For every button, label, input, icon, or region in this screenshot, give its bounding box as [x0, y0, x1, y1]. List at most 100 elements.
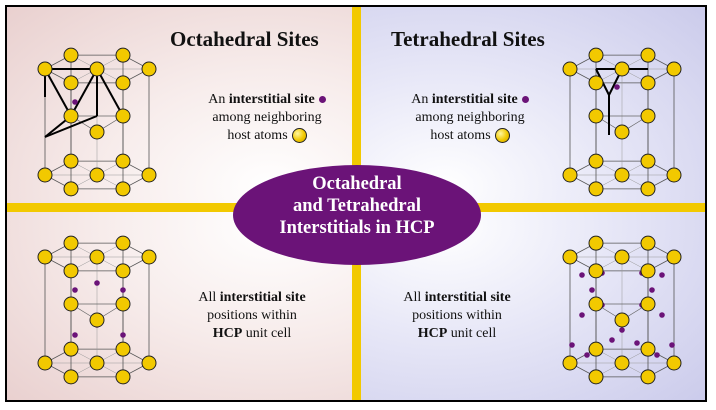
interstitial-site-dot [579, 272, 585, 278]
tetrahedral-positions-text: All interstitial site positions within H… [403, 290, 511, 341]
host-atom [614, 312, 630, 328]
host-atom [63, 235, 79, 251]
host-atom [588, 47, 604, 63]
host-atom-icon [494, 128, 510, 144]
interstitial-dot-icon [318, 96, 326, 104]
host-atom [588, 369, 604, 385]
host-atom [614, 61, 630, 77]
host-atom [89, 61, 105, 77]
host-atom [640, 75, 656, 91]
host-atom [640, 108, 656, 124]
host-atom [588, 108, 604, 124]
interstitial-site-dot [659, 272, 665, 278]
host-atom [37, 249, 53, 265]
host-atom [115, 341, 131, 357]
host-atom [63, 153, 79, 169]
interstitial-site-dot [120, 287, 126, 293]
host-atom [37, 61, 53, 77]
host-atom [640, 369, 656, 385]
interstitial-site-dot [619, 327, 625, 333]
host-atom [115, 235, 131, 251]
interstitial-site-dot [614, 84, 620, 90]
site-polyhedron-edge [96, 68, 124, 117]
tetrahedral-legend: An interstitial site among neighboring h… [390, 91, 550, 145]
tetrahedral-title: Tetrahedral Sites [391, 27, 545, 51]
host-atom [63, 263, 79, 279]
host-atom [614, 355, 630, 371]
host-atom [640, 181, 656, 197]
host-atom [666, 61, 682, 77]
host-atom [141, 61, 157, 77]
host-atom [115, 263, 131, 279]
cell-midlayer-triangle [594, 303, 650, 321]
host-atom [89, 249, 105, 265]
host-atom [141, 355, 157, 371]
host-atom-icon [291, 128, 307, 144]
host-atom [562, 167, 578, 183]
host-atom [63, 296, 79, 312]
host-atom [640, 263, 656, 279]
interstitial-site-dot [120, 332, 126, 338]
host-atom [115, 296, 131, 312]
host-atom [89, 355, 105, 371]
host-atom [63, 75, 79, 91]
octahedral-positions-cell-diagram [37, 235, 157, 385]
cell-midlayer-triangle [69, 303, 125, 321]
octahedral-title: Octahedral Sites [170, 27, 319, 51]
interstitial-site-dot [72, 287, 78, 293]
octahedral-site-cell-diagram [37, 47, 157, 197]
host-atom [588, 341, 604, 357]
interstitial-site-dot [669, 342, 675, 348]
host-atom [115, 153, 131, 169]
interstitial-dot-icon [521, 96, 529, 104]
host-atom [588, 153, 604, 169]
interstitial-site-dot [584, 352, 590, 358]
host-atom [614, 249, 630, 265]
host-atom [666, 167, 682, 183]
host-atom [588, 181, 604, 197]
interstitial-site-dot [94, 280, 100, 286]
interstitial-site-dot [649, 287, 655, 293]
interstitial-site-dot [72, 332, 78, 338]
tetrahedral-positions-cell-diagram [562, 235, 682, 385]
host-atom [562, 249, 578, 265]
interstitial-site-dot [654, 352, 660, 358]
host-atom [89, 124, 105, 140]
host-atom [640, 341, 656, 357]
host-atom [115, 75, 131, 91]
interstitial-site-dot [609, 337, 615, 343]
host-atom [141, 167, 157, 183]
host-atom [588, 296, 604, 312]
host-atom [640, 235, 656, 251]
host-atom [614, 167, 630, 183]
host-atom [115, 369, 131, 385]
host-atom [89, 312, 105, 328]
host-atom [63, 108, 79, 124]
interstitial-site-dot [634, 340, 640, 346]
tetrahedral-site-cell-diagram [562, 47, 682, 197]
host-atom [588, 75, 604, 91]
host-atom [37, 167, 53, 183]
host-atom [115, 108, 131, 124]
host-atom [115, 47, 131, 63]
host-atom [115, 181, 131, 197]
center-title-ellipse [233, 165, 481, 265]
host-atom [640, 47, 656, 63]
host-atom [562, 355, 578, 371]
site-polyhedron-edge [44, 115, 98, 138]
center-title: Octahedral and Tetrahedral Interstitials… [279, 174, 435, 238]
host-atom [588, 263, 604, 279]
octahedral-legend: An interstitial site among neighboring h… [187, 91, 347, 145]
host-atom [141, 249, 157, 265]
interstitial-site-dot [589, 287, 595, 293]
host-atom [640, 296, 656, 312]
host-atom [562, 61, 578, 77]
octahedral-positions-text: All interstitial site positions within H… [198, 290, 306, 341]
host-atom [640, 153, 656, 169]
host-atom [63, 47, 79, 63]
host-atom [588, 235, 604, 251]
host-atom [63, 181, 79, 197]
interstitial-site-dot [72, 99, 78, 105]
host-atom [63, 341, 79, 357]
host-atom [666, 355, 682, 371]
